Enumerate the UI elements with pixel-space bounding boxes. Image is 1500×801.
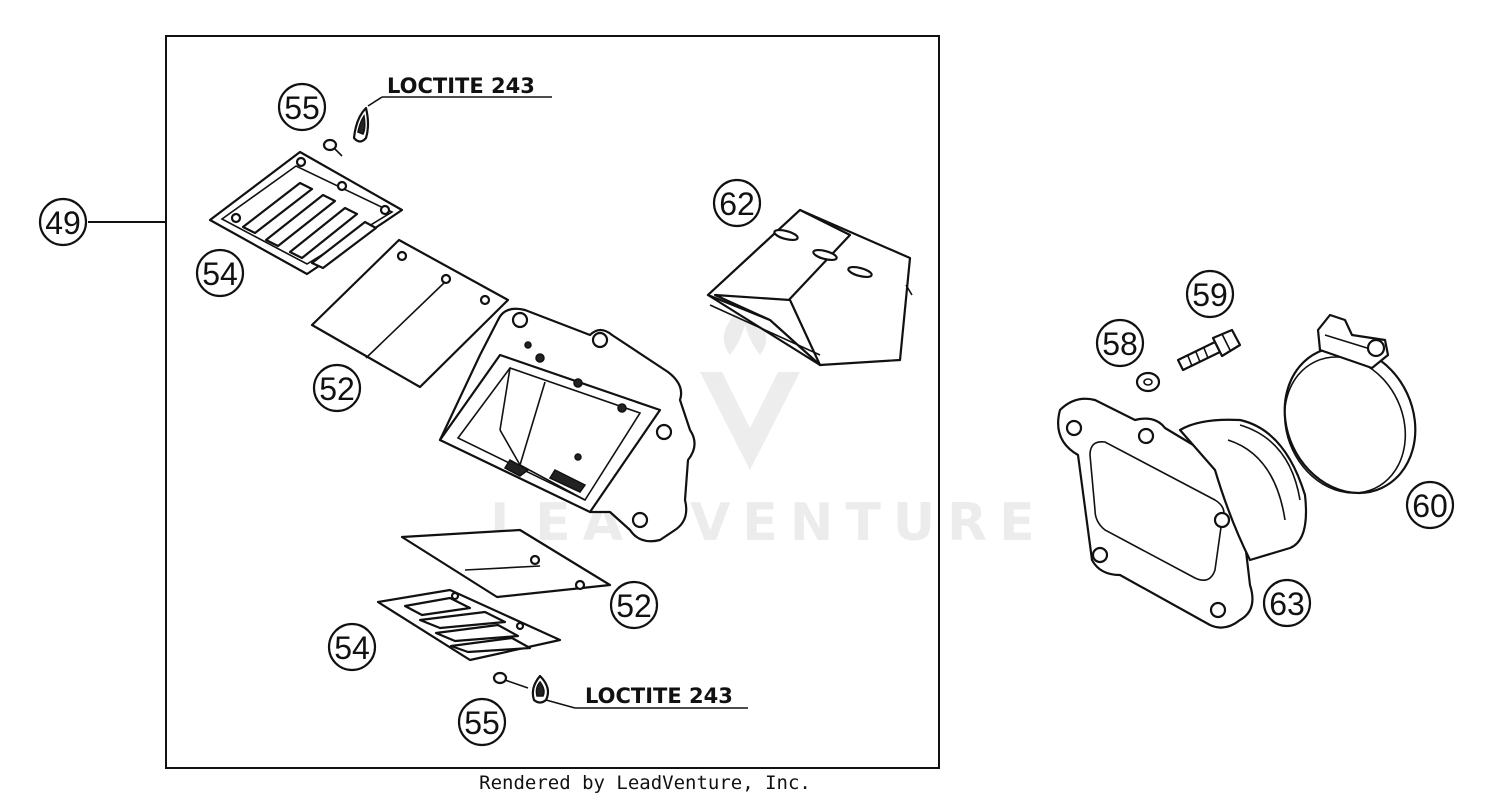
callout-63: 63 [1262, 578, 1312, 628]
callout-54-top-label: 54 [202, 256, 238, 292]
callout-55-top: 55 [277, 82, 327, 132]
footer-credit: Rendered by LeadVenture, Inc. [479, 772, 811, 794]
callout-59-label: 59 [1192, 277, 1228, 313]
callout-52-top-label: 52 [319, 371, 355, 407]
callout-55-bottom-label: 55 [464, 705, 500, 741]
callout-54-bottom: 54 [327, 622, 377, 672]
intake-flange [1057, 397, 1308, 629]
callout-52-bottom-label: 52 [616, 588, 652, 624]
hose-clamp [1283, 313, 1417, 495]
callout-60-label: 60 [1412, 488, 1448, 524]
callout-62-label: 62 [719, 186, 755, 222]
callout-52-top: 52 [312, 363, 362, 413]
callout-58: 58 [1095, 318, 1145, 368]
callout-49: 49 [38, 197, 88, 247]
washer [1135, 371, 1161, 393]
loctite-note-bottom: LOCTITE 243 [585, 684, 733, 708]
screw-bottom [492, 671, 748, 709]
reed-petal-top [310, 238, 510, 389]
watermark: LEADVENTURE [490, 300, 1035, 553]
stopper-plate-bottom [376, 588, 562, 662]
callout-62: 62 [712, 178, 762, 228]
kit-border [165, 35, 940, 769]
stopper-plate-top [208, 150, 404, 276]
washer-hole [1143, 378, 1153, 386]
callout-54-bottom-label: 54 [334, 630, 370, 666]
callout-55-top-label: 55 [284, 90, 320, 126]
callout-59: 59 [1185, 269, 1235, 319]
screw-top [322, 96, 552, 157]
bolt [1176, 328, 1242, 372]
cover-62 [706, 208, 913, 367]
reed-block [438, 307, 696, 543]
callout-58-label: 58 [1102, 326, 1138, 362]
callout-52-bottom: 52 [609, 580, 659, 630]
reed-petal-bottom [400, 528, 612, 599]
callout-49-label: 49 [45, 205, 81, 241]
callout-55-bottom: 55 [457, 697, 507, 747]
watermark-logo-icon [700, 300, 800, 470]
callout-60: 60 [1405, 480, 1455, 530]
loctite-note-top: LOCTITE 243 [387, 74, 535, 98]
callout-63-label: 63 [1269, 586, 1305, 622]
callout-54-top: 54 [195, 248, 245, 298]
